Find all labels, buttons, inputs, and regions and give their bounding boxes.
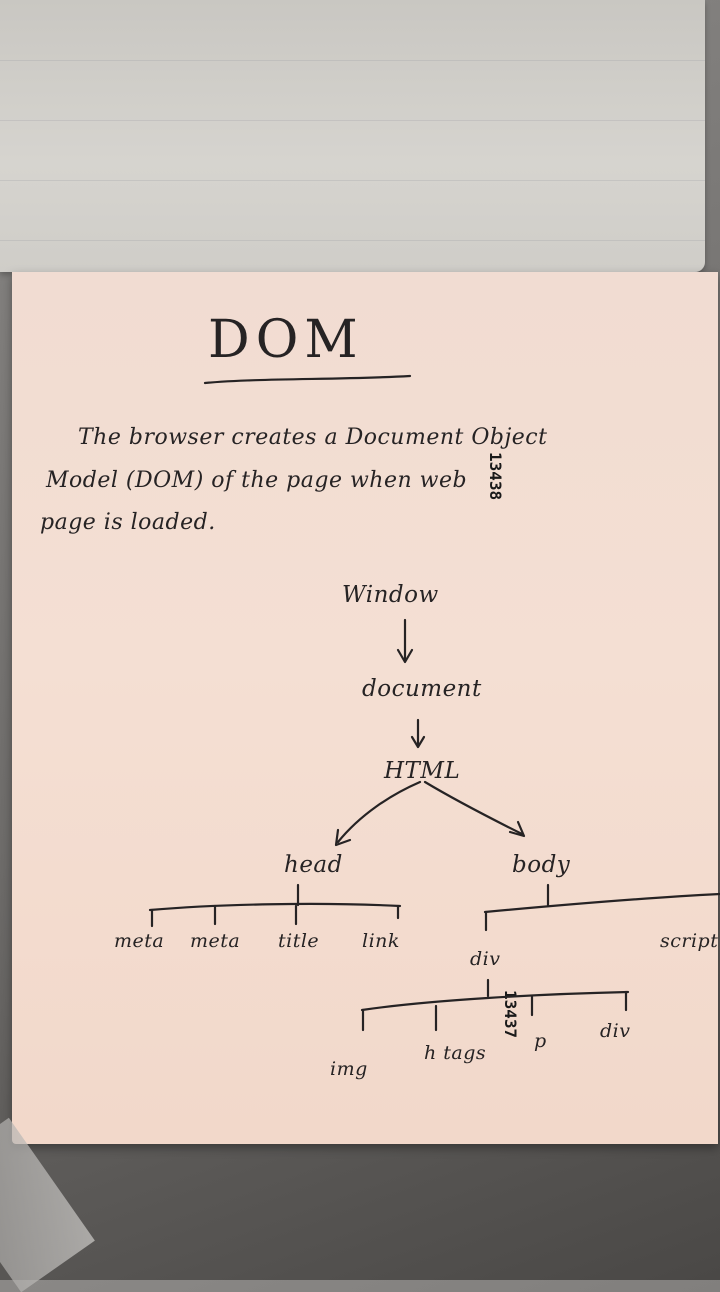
number-stamp-2: 13437 bbox=[501, 990, 520, 1039]
tree-node-head: head bbox=[284, 852, 343, 878]
tree-node-div-2: div bbox=[600, 1020, 631, 1042]
tree-node-title: title bbox=[278, 930, 320, 952]
page-title: DOM bbox=[208, 310, 364, 370]
tree-node-link: link bbox=[362, 930, 400, 952]
tree-node-document: document bbox=[362, 676, 482, 702]
tree-node-script: script bbox=[660, 930, 719, 952]
page-ruling bbox=[0, 120, 705, 121]
page-ruling bbox=[0, 60, 705, 61]
tree-node-p: p bbox=[534, 1030, 547, 1052]
page-ruling bbox=[0, 240, 705, 241]
tree-node-meta-1: meta bbox=[114, 930, 165, 952]
paragraph-line-1: The browser creates a Document Object bbox=[78, 425, 548, 450]
tree-node-html: HTML bbox=[384, 758, 461, 784]
tree-node-h-tags: h tags bbox=[424, 1042, 487, 1064]
paragraph-line-2: Model (DOM) of the page when web bbox=[46, 468, 468, 493]
page-ruling bbox=[0, 180, 705, 181]
paragraph-line-3: page is loaded. bbox=[40, 510, 216, 535]
number-stamp-1: 13438 bbox=[486, 452, 505, 501]
tree-node-img: img bbox=[330, 1058, 368, 1080]
previous-page bbox=[0, 0, 705, 272]
notebook-page bbox=[12, 272, 718, 1144]
tree-node-meta-2: meta bbox=[190, 930, 241, 952]
tree-node-body: body bbox=[512, 852, 571, 878]
tree-node-window: Window bbox=[342, 582, 439, 608]
tree-node-div: div bbox=[470, 948, 501, 970]
